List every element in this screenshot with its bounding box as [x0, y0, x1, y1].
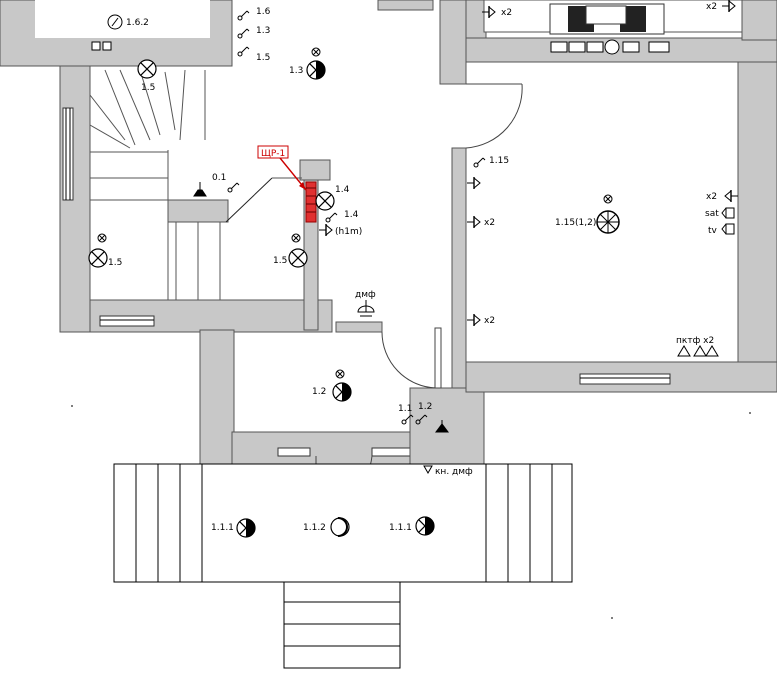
wall-right-room-side — [737, 61, 777, 393]
label-dmf: дмф — [355, 290, 376, 300]
socket-icon — [466, 176, 481, 190]
socket-icon — [466, 215, 481, 229]
window-right-room — [579, 373, 671, 385]
socket-icon — [724, 190, 738, 202]
label-1-4: 1.4 — [344, 210, 359, 220]
label-1-15-12: 1.15(1,2) — [555, 218, 596, 228]
smoke-detector-icon — [97, 233, 107, 243]
wall-lower-left — [89, 299, 333, 333]
label-1-5: 1.5 — [256, 53, 270, 63]
wall-right-room-top — [465, 37, 777, 63]
label-0-1: 0.1 — [212, 173, 226, 183]
door-vestibule-right — [381, 330, 439, 389]
walls — [0, 0, 777, 465]
switch-icon — [227, 182, 240, 193]
label-1-3: 1.3 — [289, 66, 303, 76]
porch — [113, 463, 573, 669]
ceiling-lamp-icon — [88, 248, 108, 268]
wall-center-stub — [299, 159, 331, 181]
ceiling-lamp-icon — [315, 191, 335, 211]
door-right-room — [465, 83, 523, 149]
sconce-icon — [193, 182, 207, 197]
window-left — [62, 107, 74, 201]
doorbell-icon — [423, 465, 433, 475]
ceiling-lamp-icon — [137, 59, 157, 79]
sconce-icon — [677, 345, 719, 357]
sat-outlet-icon — [721, 207, 735, 219]
room-top-left-interior — [35, 0, 210, 38]
panel-label-box — [257, 145, 289, 159]
label-1-5: 1.5 — [273, 256, 287, 266]
switch-icon — [325, 212, 338, 223]
wall-lamp-icon — [415, 516, 435, 536]
label-panel-shr1: ЩР-1 — [261, 149, 285, 159]
label-1-1-1: 1.1.1 — [389, 523, 412, 533]
label-1-6-2: 1.6.2 — [126, 18, 149, 28]
socket-box-icon — [102, 41, 112, 51]
window-lower-left — [99, 315, 155, 327]
ceiling-lamp-icon — [288, 248, 308, 268]
label-x2: x2 — [706, 2, 717, 12]
socket-box-icon — [91, 41, 101, 51]
label-tv: tv — [708, 226, 718, 236]
wall-vestibule-top — [335, 321, 383, 333]
label-sat: sat — [705, 209, 719, 219]
tv-outlet-icon — [721, 223, 735, 235]
label-1-3: 1.3 — [256, 26, 270, 36]
wall-right-middle — [451, 147, 467, 389]
label-1-2: 1.2 — [418, 402, 432, 412]
label-1-6: 1.6 — [256, 7, 271, 17]
wall-lamp-icon — [236, 518, 256, 538]
smoke-detector-icon — [603, 194, 613, 204]
wall-lamp-icon — [330, 517, 350, 537]
label-1-1-2: 1.1.2 — [303, 523, 326, 533]
smoke-detector-icon — [291, 233, 301, 243]
kitchen-fixture — [549, 3, 670, 55]
wall-right-top — [439, 0, 467, 85]
label-x2: x2 — [484, 316, 495, 326]
labels: 1.6.2 1.6 1.3 1.5 1.3 1.5 ЩР-1 0.1 1.4 1… — [108, 2, 719, 533]
label-kn-dmf: кн. дмф — [435, 467, 473, 477]
wall-stair-landing — [167, 199, 229, 223]
label-1-2: 1.2 — [312, 387, 326, 397]
symbols — [71, 0, 751, 619]
smoke-detector-icon — [335, 369, 345, 379]
label-1-4: 1.4 — [335, 185, 350, 195]
sconce-icon — [435, 420, 449, 433]
label-x2: x2 — [484, 218, 495, 228]
wall-lamp-icon — [332, 382, 352, 402]
wall-right-lower — [409, 387, 485, 465]
wall-lamp-icon — [306, 60, 326, 80]
socket-icon — [318, 223, 333, 237]
label-1-1-1: 1.1.1 — [211, 523, 234, 533]
switch-icon — [237, 10, 250, 21]
switch-icon — [473, 157, 486, 168]
label-x2: x2 — [706, 192, 717, 202]
label-h1m: (h1m) — [335, 227, 362, 237]
label-pktf: пктф x2 — [676, 336, 714, 346]
label-1-5: 1.5 — [141, 83, 155, 93]
label-x2: x2 — [501, 8, 512, 18]
smoke-vent-icon — [357, 300, 375, 317]
wall-vestibule-left — [199, 329, 235, 465]
chandelier-icon — [596, 210, 620, 234]
switch-icon — [237, 28, 250, 39]
label-1-15: 1.15 — [489, 156, 509, 166]
smoke-detector-icon — [311, 47, 321, 57]
socket-icon — [466, 313, 481, 327]
label-1-1: 1.1 — [398, 404, 412, 414]
label-1-5: 1.5 — [108, 258, 122, 268]
switch-icon — [237, 46, 250, 57]
